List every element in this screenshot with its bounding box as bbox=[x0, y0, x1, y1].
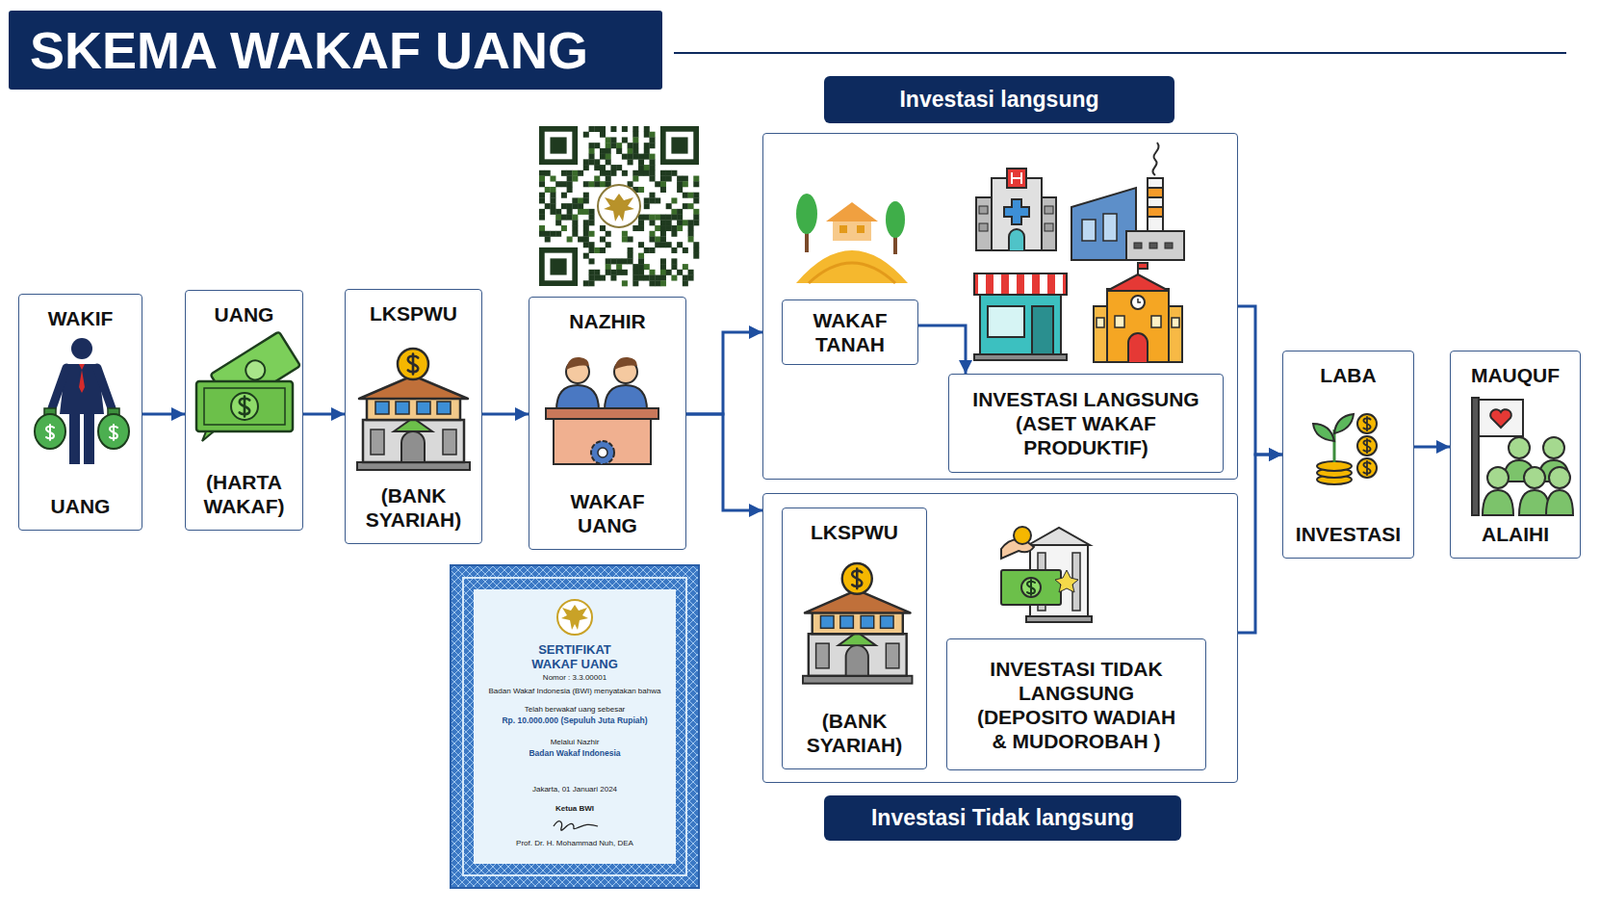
node-text: WAKAF UANG bbox=[546, 489, 669, 538]
node-heading: UANG bbox=[191, 302, 297, 327]
node-text: Ketua BWI bbox=[473, 802, 676, 814]
school-icon bbox=[1093, 262, 1183, 362]
flow-arrow bbox=[1414, 445, 1450, 449]
node-heading: NAZHIR bbox=[535, 309, 680, 334]
node-text: INVESTASI bbox=[1289, 521, 1408, 546]
deposit-icon bbox=[1001, 526, 1092, 622]
node-text: Jakarta, 01 Januari 2024 bbox=[473, 783, 676, 795]
node-text: Telah berwakaf uang sebesar bbox=[473, 703, 676, 715]
process-box: UANG (HARTA WAKAF) bbox=[184, 289, 304, 531]
node-heading: LKSPWU bbox=[351, 301, 476, 326]
profit-icon bbox=[1313, 413, 1377, 485]
node-heading: WAKIF bbox=[25, 306, 136, 331]
certificate-document: SERTIFIKAT WAKAF UANGNomor : 3.3.00001Ba… bbox=[450, 565, 699, 888]
process-box: WAKAF TANAH bbox=[781, 299, 919, 365]
node-text: (BANK SYARIAH) bbox=[788, 708, 921, 757]
flow-arrow bbox=[686, 413, 763, 511]
process-box: LKSPWU (BANK SYARIAH) bbox=[344, 288, 483, 544]
bank-icon bbox=[357, 348, 470, 470]
node-text: Melalui Nazhir bbox=[473, 736, 676, 748]
node-text: (BANK SYARIAH) bbox=[351, 483, 476, 532]
node-heading: WAKAF TANAH bbox=[792, 308, 908, 357]
diagram-title: SKEMA WAKAF UANG bbox=[8, 10, 663, 90]
process-box: INVESTASI LANGSUNG (ASET WAKAF PRODUKTIF… bbox=[948, 373, 1224, 473]
flow-arrow bbox=[303, 412, 345, 416]
beneficiaries-icon bbox=[1471, 397, 1574, 516]
process-box: LABA INVESTASI bbox=[1282, 350, 1415, 559]
process-box: INVESTASI TIDAK LANGSUNG (DEPOSITO WADIA… bbox=[946, 638, 1207, 771]
node-text: Rp. 10.000.000 (Sepuluh Juta Rupiah) bbox=[469, 715, 680, 727]
node-heading: LABA bbox=[1289, 362, 1408, 388]
process-box: LKSPWU (BANK SYARIAH) bbox=[781, 507, 928, 770]
process-box: WAKIF UANG bbox=[18, 293, 143, 531]
factory-icon bbox=[1071, 142, 1185, 260]
node-text: ALAIHI bbox=[1456, 521, 1575, 546]
node-text: Badan Wakaf Indonesia bbox=[473, 748, 676, 760]
node-text: (HARTA WAKAF) bbox=[191, 469, 297, 518]
node-text: Badan Wakaf Indonesia (BWI) menyatakan b… bbox=[473, 685, 676, 697]
node-heading: INVESTASI TIDAK LANGSUNG (DEPOSITO WADIA… bbox=[968, 656, 1185, 753]
group-panel: Investasi Tidak langsungLKSPWU(BANK SYAR… bbox=[762, 492, 1239, 783]
process-box: MAUQUF ALAIHI bbox=[1449, 350, 1581, 559]
flow-arrow bbox=[686, 332, 763, 414]
hospital-icon bbox=[976, 168, 1057, 251]
certificate-frame bbox=[450, 565, 699, 888]
node-heading: Investasi Tidak langsung bbox=[824, 795, 1182, 841]
banknote-icon bbox=[196, 331, 301, 441]
nazhir-figures bbox=[545, 357, 659, 465]
node-heading: LKSPWU bbox=[788, 519, 921, 544]
land-icon bbox=[796, 193, 908, 284]
node-text: UANG bbox=[25, 493, 136, 518]
group-panel: Investasi langsungWAKAF TANAHINVESTASI L… bbox=[762, 132, 1239, 480]
node-text: Prof. Dr. H. Mohammad Nuh, DEA bbox=[473, 837, 676, 849]
donor-figure bbox=[34, 337, 130, 465]
title-rule bbox=[673, 51, 1567, 54]
node-heading: SERTIFIKAT WAKAF UANG bbox=[517, 642, 632, 671]
flow-arrow bbox=[1238, 306, 1283, 455]
node-heading: INVESTASI LANGSUNG (ASET WAKAF PRODUKTIF… bbox=[958, 387, 1213, 460]
flow-arrow bbox=[142, 412, 185, 416]
flow-arrow bbox=[918, 325, 966, 374]
process-box: NAZHIR WAKAF UANG bbox=[528, 296, 687, 550]
node-text: Nomor : 3.3.00001 bbox=[473, 671, 676, 683]
node-heading: Investasi langsung bbox=[824, 76, 1175, 124]
flow-arrow bbox=[1238, 454, 1283, 633]
bank-icon bbox=[802, 563, 912, 684]
qr-code bbox=[537, 123, 701, 288]
flow-arrow bbox=[482, 412, 529, 416]
shop-icon bbox=[974, 273, 1067, 361]
node-heading: MAUQUF bbox=[1456, 362, 1575, 388]
